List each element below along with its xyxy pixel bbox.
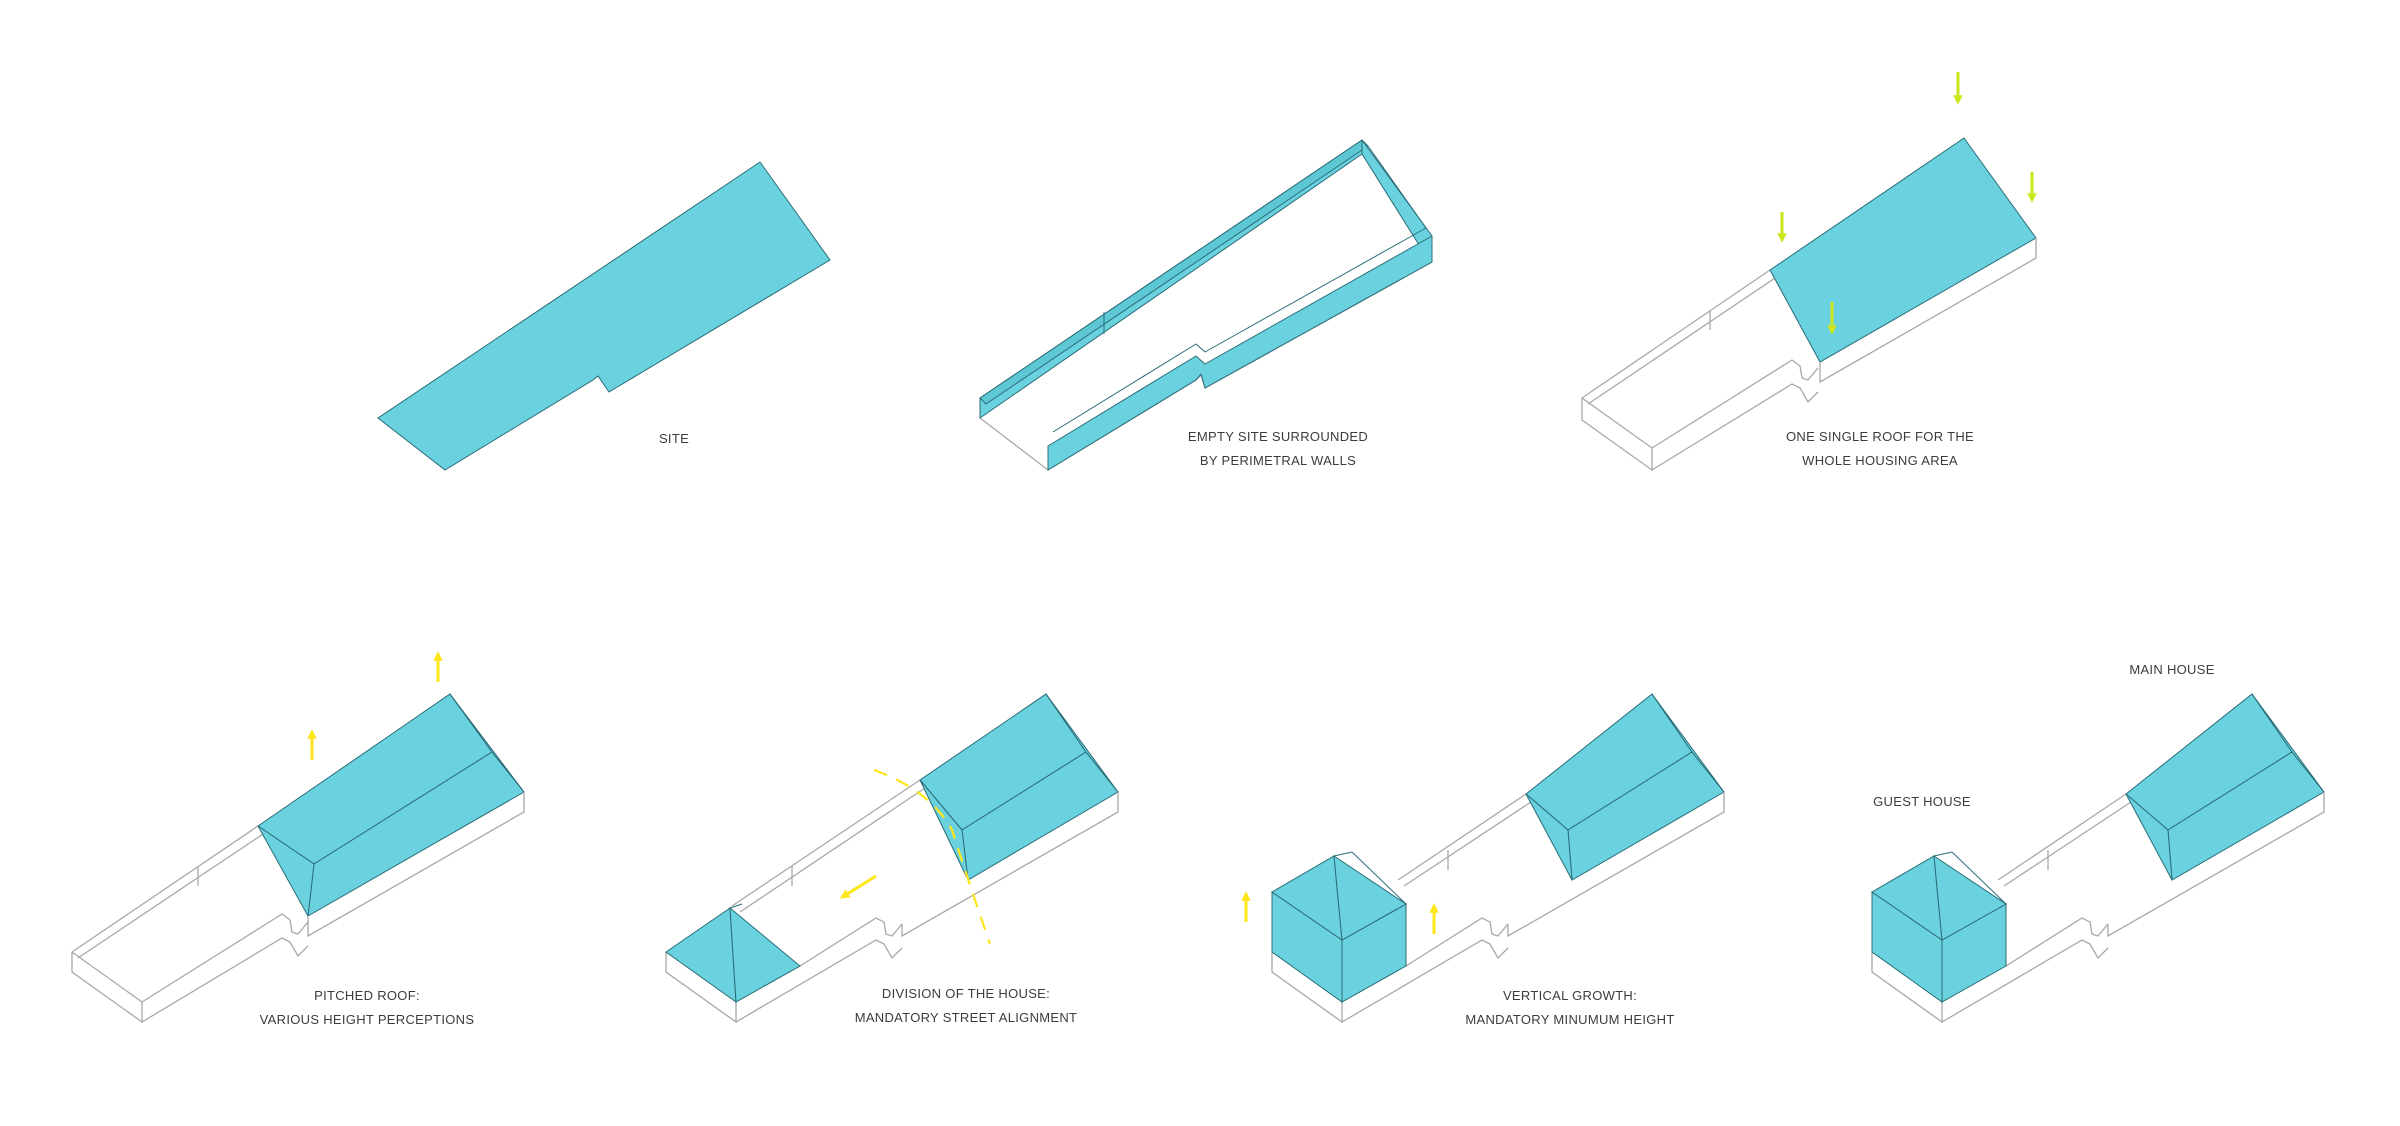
- growth-wall-left: [1397, 793, 1536, 887]
- pitched-wall-right: [141, 913, 309, 1003]
- caption-vertical-growth-line-2: MANDATORY MINUMUM HEIGHT: [1465, 1012, 1675, 1027]
- pitched-wall-outline: [71, 951, 143, 1024]
- division-wall-left: [731, 779, 930, 913]
- caption-walls-line-1: EMPTY SITE SURROUNDED: [1187, 429, 1369, 444]
- site-plot: [377, 161, 831, 471]
- roof-wall-right-base: [1651, 383, 1819, 471]
- step-final-diagram: [1871, 693, 2325, 1024]
- caption-single-roof-line-2: WHOLE HOUSING AREA: [1802, 453, 1958, 468]
- main-roof-end: [919, 779, 969, 881]
- final-wall-right: [2005, 917, 2109, 967]
- final-guest-ridge-2: [1951, 851, 2007, 905]
- caption-vertical-growth-line-1: VERTICAL GROWTH:: [1502, 988, 1638, 1003]
- roof-base-edge: [1819, 238, 2037, 384]
- caption-site: SITE: [659, 427, 689, 451]
- wall-left-top: [979, 139, 1369, 405]
- guest-cube-roof-right: [1333, 855, 1407, 941]
- caption-division-line-2: MANDATORY STREET ALIGNMENT: [854, 1010, 1078, 1025]
- caption-single-roof: ONE SINGLE ROOF FOR THE WHOLE HOUSING AR…: [1786, 425, 1974, 473]
- caption-division: DIVISION OF THE HOUSE: MANDATORY STREET …: [855, 982, 1078, 1030]
- pitched-roof-end: [257, 825, 315, 918]
- label-main-house: MAIN HOUSE: [2129, 662, 2215, 677]
- caption-vertical-growth: VERTICAL GROWTH: MANDATORY MINUMUM HEIGH…: [1465, 984, 1674, 1032]
- step-pitched-roof-diagram: [71, 651, 525, 1024]
- main-roof-hip: [1045, 693, 1119, 793]
- final-main-roof-end: [2125, 793, 2173, 881]
- growth-wall-right-base: [1341, 939, 1509, 1023]
- pitched-roof-hip: [449, 693, 525, 793]
- caption-single-roof-line-1: ONE SINGLE ROOF FOR THE: [1786, 429, 1974, 444]
- step-site-diagram: [377, 161, 831, 471]
- guest-cube-ridge: [1333, 851, 1353, 857]
- guest-cube-ridge-2: [1351, 851, 1407, 905]
- roof-wall-left: [1581, 269, 1780, 405]
- main-roof-base-edge: [901, 792, 1119, 938]
- growth-main-base-edge: [1507, 792, 1725, 938]
- wall-inner-edge: [1052, 145, 1427, 433]
- growth-main-roof-hip: [1651, 693, 1725, 793]
- final-guest-roof-right: [1933, 855, 2007, 941]
- caption-site-line-1: SITE: [658, 431, 690, 446]
- division-wall-outline: [665, 952, 737, 1024]
- step-vertical-growth-diagram: [1241, 693, 1725, 1024]
- arrow-left-icon: [839, 874, 877, 899]
- pitched-base-edge: [307, 792, 525, 938]
- step-single-roof-diagram: [1581, 72, 2037, 472]
- growth-wall-right: [1405, 917, 1509, 967]
- final-wall-right-base: [1941, 939, 2109, 1023]
- caption-pitched-roof-line-1: PITCHED ROOF:: [314, 988, 420, 1003]
- step-division-diagram: [665, 693, 1119, 1024]
- final-main-roof-hip: [2251, 693, 2325, 793]
- pitched-wall-left: [71, 825, 268, 959]
- street-alignment-line: [873, 768, 992, 945]
- growth-wall-outline: [1271, 952, 1343, 1024]
- caption-pitched-roof: PITCHED ROOF: VARIOUS HEIGHT PERCEPTIONS: [260, 984, 475, 1032]
- final-wall-left: [1997, 793, 2136, 887]
- step-walls-diagram: [979, 139, 1433, 471]
- roof-wall-outline: [1581, 397, 1653, 472]
- caption-division-line-1: DIVISION OF THE HOUSE:: [881, 986, 1051, 1001]
- caption-walls: EMPTY SITE SURROUNDED BY PERIMETRAL WALL…: [1188, 425, 1368, 473]
- caption-pitched-roof-line-2: VARIOUS HEIGHT PERCEPTIONS: [259, 1012, 475, 1027]
- guest-roof-right: [729, 906, 801, 1003]
- wall-right-long: [1047, 235, 1433, 471]
- division-wall-right: [799, 917, 903, 967]
- final-wall-outline: [1871, 952, 1943, 1024]
- label-guest-house: GUEST HOUSE: [1873, 794, 1971, 809]
- pitched-wall-right-base: [141, 937, 309, 1023]
- single-roof: [1769, 137, 2037, 363]
- guest-roof-left: [665, 907, 737, 1004]
- growth-main-roof-end: [1525, 793, 1573, 881]
- division-wall-right-base: [735, 939, 903, 1023]
- roof-wall-right: [1651, 359, 1819, 449]
- guest-roof-ridge: [729, 903, 743, 909]
- final-guest-ridge: [1933, 851, 1953, 857]
- final-main-base-edge: [2107, 792, 2325, 938]
- caption-walls-line-2: BY PERIMETRAL WALLS: [1199, 453, 1357, 468]
